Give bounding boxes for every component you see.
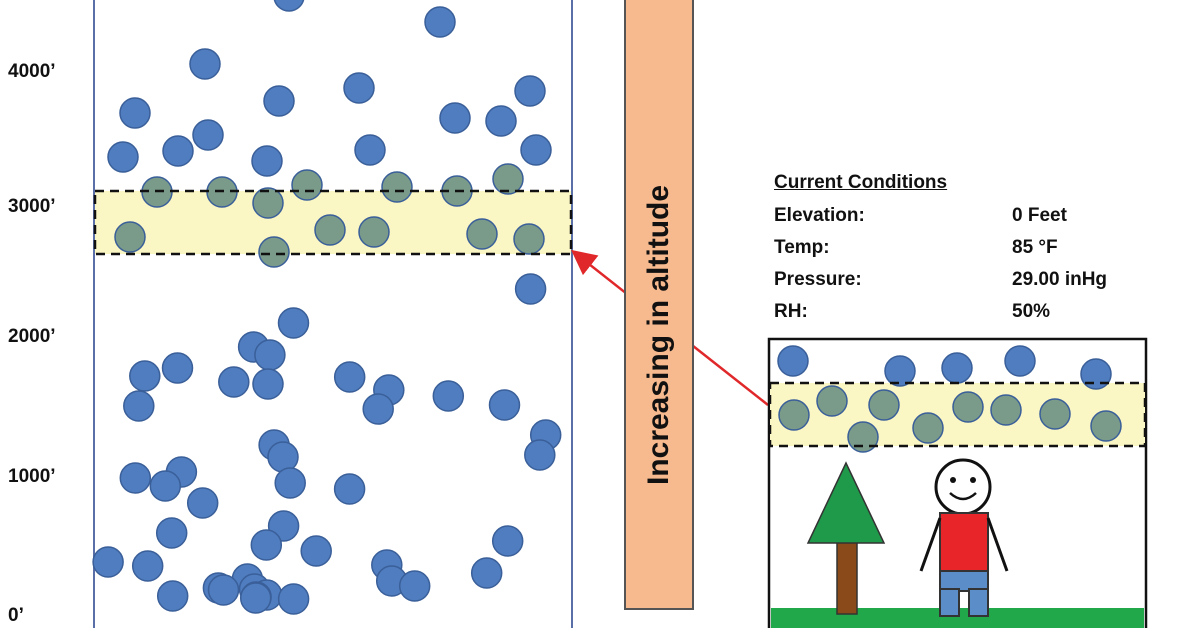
tree-icon [806, 461, 886, 615]
scene-band-outline [768, 381, 1147, 448]
molecule [524, 439, 556, 471]
molecule [778, 399, 810, 431]
condition-value: 50% [1012, 301, 1051, 322]
molecule [189, 48, 221, 80]
tick-2000: 2000’ [8, 326, 56, 347]
condition-value: 29.00 inHg [1012, 269, 1108, 290]
condition-row-pressure: Pressure: 29.00 inHg [774, 264, 1134, 296]
molecule [912, 412, 944, 444]
molecule [155, 517, 188, 549]
molecule [186, 487, 219, 519]
condition-row-temp: Temp: 85 °F [774, 232, 1134, 264]
molecule [267, 441, 299, 473]
condition-label: Elevation: [774, 205, 865, 226]
condition-label: Pressure: [774, 269, 862, 290]
molecule [156, 580, 189, 612]
molecule [424, 6, 456, 38]
molecule [514, 75, 546, 107]
person-icon [919, 458, 1009, 617]
molecule [161, 352, 194, 384]
molecule [1004, 345, 1036, 377]
molecule [990, 394, 1022, 426]
molecule [251, 145, 283, 177]
molecule [92, 546, 124, 578]
molecule [277, 583, 310, 615]
molecule [277, 307, 310, 339]
molecule [362, 393, 394, 425]
molecule [381, 171, 413, 203]
molecule [470, 557, 503, 589]
condition-row-elevation: Elevation: 0 Feet [774, 200, 1134, 232]
molecule [1090, 410, 1122, 442]
condition-label: Temp: [774, 237, 830, 258]
molecule [252, 368, 284, 400]
molecule [131, 550, 164, 582]
molecule [119, 97, 151, 129]
molecule [119, 462, 152, 494]
molecule [192, 119, 224, 151]
molecule [439, 102, 471, 134]
molecule [123, 390, 155, 422]
tick-3000: 3000’ [8, 196, 56, 217]
molecule [514, 273, 547, 305]
molecule [333, 473, 366, 505]
molecule [300, 535, 332, 567]
molecule [343, 72, 375, 104]
molecule [252, 187, 284, 219]
molecule [250, 529, 283, 561]
molecule [254, 339, 286, 371]
condition-label: RH: [774, 301, 808, 322]
conditions-title: Current Conditions [774, 172, 948, 193]
molecule [274, 467, 306, 499]
scene-molecules [777, 345, 1122, 453]
column-molecules [92, 0, 562, 615]
condition-value: 0 Feet [1012, 205, 1067, 226]
current-conditions: Current Conditions Elevation: 0 Feet Tem… [774, 172, 1134, 328]
molecule [1080, 358, 1112, 390]
molecule [485, 105, 517, 137]
tick-1000: 1000’ [8, 466, 56, 487]
molecule [884, 355, 916, 387]
molecule [218, 366, 250, 398]
molecule [466, 218, 498, 250]
condition-value: 85 °F [1012, 237, 1058, 258]
molecule [129, 360, 161, 392]
molecule [263, 85, 295, 117]
ground [771, 608, 1144, 628]
molecule [273, 0, 305, 12]
altitude-label: Increasing in altitude [642, 184, 675, 486]
molecule [207, 574, 240, 606]
molecule [398, 570, 431, 602]
molecule [941, 352, 973, 384]
molecule [868, 389, 900, 421]
molecule [291, 169, 323, 201]
molecule [333, 361, 366, 393]
molecule [114, 221, 146, 253]
condition-row-rh: RH: 50% [774, 296, 1134, 328]
molecule [520, 134, 552, 166]
molecule [492, 163, 524, 195]
molecule [149, 470, 182, 502]
molecule [239, 582, 272, 614]
molecule [513, 223, 545, 255]
molecule [354, 134, 386, 166]
molecule [847, 421, 879, 453]
molecule [358, 216, 390, 248]
molecule [952, 391, 984, 423]
molecule [491, 525, 524, 557]
molecule [107, 141, 139, 173]
molecule [162, 135, 194, 167]
altitude-bar [624, 0, 694, 610]
tick-4000: 4000’ [8, 61, 56, 82]
molecule [432, 380, 465, 412]
molecule [777, 345, 809, 377]
molecule [488, 389, 521, 421]
molecule [816, 385, 848, 417]
molecule [314, 214, 346, 246]
molecule [258, 236, 290, 268]
tick-0: 0’ [8, 605, 24, 626]
molecule [1039, 398, 1071, 430]
